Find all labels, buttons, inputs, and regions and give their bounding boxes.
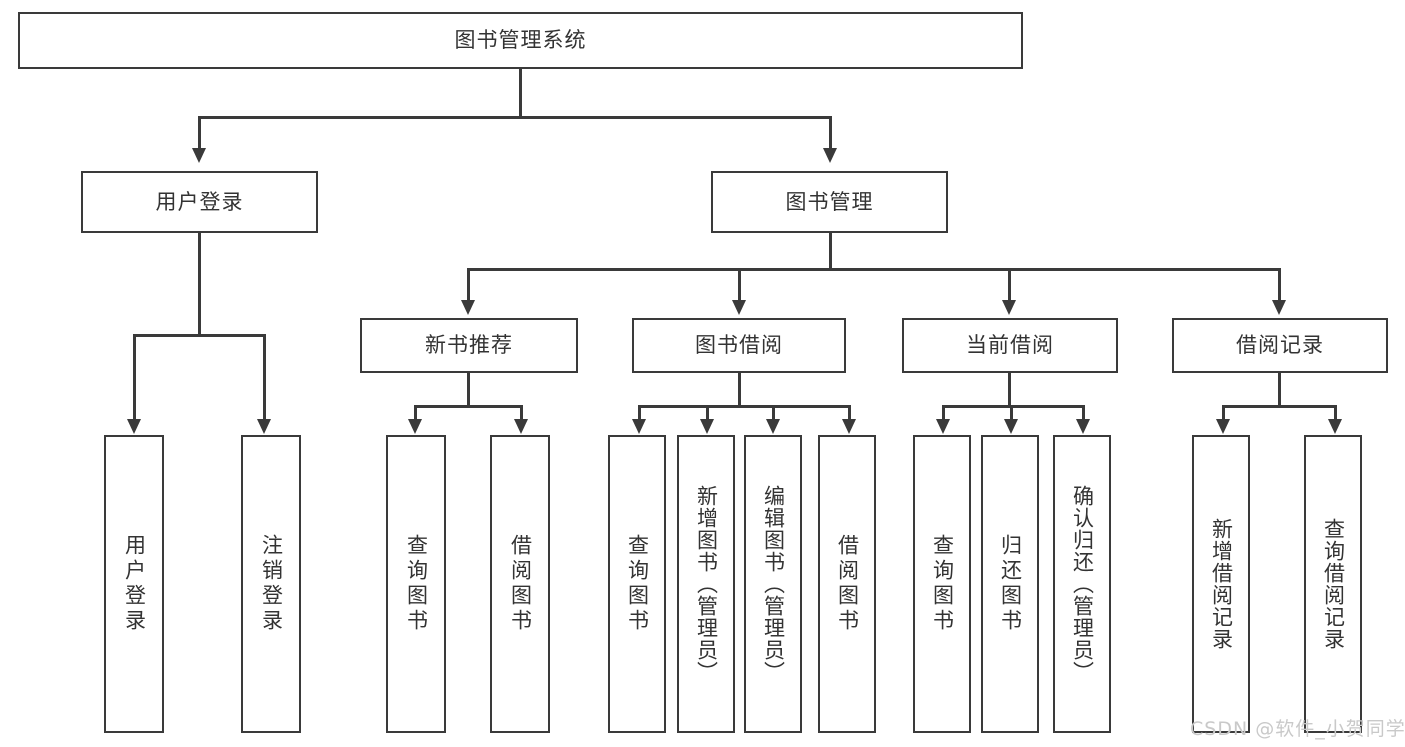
node-label: 查询图书 <box>625 534 650 634</box>
arrow-to-login <box>127 419 141 434</box>
leaf-return-book[interactable]: 归还图书 <box>981 435 1039 733</box>
node-label: 查询图书 <box>404 534 429 634</box>
connector-root-drop-left <box>198 116 201 148</box>
node-label: 新增图书（管理员） <box>694 485 719 683</box>
node-user-login[interactable]: 用户登录 <box>81 171 318 233</box>
connector-br-stem <box>1278 373 1281 407</box>
node-label: 用户登录 <box>155 189 244 214</box>
arrow-bb-4 <box>842 419 856 434</box>
leaf-borrow-book-recommend[interactable]: 借阅图书 <box>490 435 550 733</box>
node-label: 编辑图书（管理员） <box>761 485 786 683</box>
connector-cb-drop-2 <box>1010 405 1013 419</box>
node-label: 图书借阅 <box>695 333 783 358</box>
node-label: 借阅记录 <box>1236 333 1324 358</box>
connector-user-login-stem <box>198 233 201 336</box>
arrow-to-book-borrow <box>732 300 746 315</box>
connector-bb-drop-3 <box>772 405 775 419</box>
leaf-logout[interactable]: 注销登录 <box>241 435 301 733</box>
node-label: 新书推荐 <box>425 333 513 358</box>
arrow-to-logout <box>257 419 271 434</box>
node-current-borrow[interactable]: 当前借阅 <box>902 318 1118 373</box>
node-book-management[interactable]: 图书管理 <box>711 171 948 233</box>
connector-nbr-bus <box>414 405 522 408</box>
connector-root-stem <box>519 69 522 118</box>
node-label: 借阅图书 <box>835 534 860 634</box>
connector-nbr-drop-1 <box>414 405 417 419</box>
csdn-watermark: CSDN @软件_小贺同学 <box>1190 718 1405 740</box>
connector-book-management-stem <box>829 233 832 270</box>
node-root-book-management-system[interactable]: 图书管理系统 <box>18 12 1023 69</box>
arrow-nbr-1 <box>408 419 422 434</box>
connector-br-drop-1 <box>1222 405 1225 419</box>
node-label: 图书管理系统 <box>454 28 587 53</box>
leaf-query-book-current[interactable]: 查询图书 <box>913 435 971 733</box>
connector-cb-bus <box>942 405 1084 408</box>
connector-root-drop-right <box>829 116 832 148</box>
arrow-bb-2 <box>700 419 714 434</box>
connector-bb-bus <box>638 405 850 408</box>
node-label: 查询图书 <box>930 534 955 634</box>
node-borrow-record[interactable]: 借阅记录 <box>1172 318 1388 373</box>
connector-cb-stem <box>1008 373 1011 407</box>
connector-bb-stem <box>738 373 741 407</box>
arrow-br-1 <box>1216 419 1230 434</box>
arrow-to-user-login <box>192 148 206 163</box>
connector-bm-drop-4 <box>1278 268 1281 300</box>
arrow-cb-3 <box>1076 419 1090 434</box>
node-label: 归还图书 <box>998 534 1023 634</box>
connector-br-bus <box>1222 405 1336 408</box>
node-label: 确认归还（管理员） <box>1070 485 1095 683</box>
connector-bm-drop-3 <box>1008 268 1011 300</box>
connector-user-login-drop-1 <box>133 334 136 419</box>
connector-book-management-bus <box>467 268 1280 271</box>
connector-cb-drop-3 <box>1082 405 1085 419</box>
connector-nbr-stem <box>467 373 470 407</box>
leaf-borrow-book[interactable]: 借阅图书 <box>818 435 876 733</box>
node-label: 新增借阅记录 <box>1209 518 1234 650</box>
connector-bm-drop-2 <box>738 268 741 300</box>
arrow-br-2 <box>1328 419 1342 434</box>
arrow-to-new-book-recommend <box>461 300 475 315</box>
arrow-cb-1 <box>936 419 950 434</box>
leaf-user-login[interactable]: 用户登录 <box>104 435 164 733</box>
connector-bm-drop-1 <box>467 268 470 300</box>
connector-root-bus <box>198 116 831 119</box>
connector-user-login-bus <box>133 334 265 337</box>
node-book-borrow[interactable]: 图书借阅 <box>632 318 846 373</box>
arrow-cb-2 <box>1004 419 1018 434</box>
connector-user-login-drop-2 <box>263 334 266 419</box>
connector-cb-drop-1 <box>942 405 945 419</box>
arrow-bb-1 <box>632 419 646 434</box>
arrow-to-current-borrow <box>1002 300 1016 315</box>
arrow-to-borrow-record <box>1272 300 1286 315</box>
connector-bb-drop-4 <box>848 405 851 419</box>
connector-nbr-drop-2 <box>520 405 523 419</box>
arrow-nbr-2 <box>514 419 528 434</box>
node-label: 图书管理 <box>785 189 874 214</box>
leaf-query-book-recommend[interactable]: 查询图书 <box>386 435 446 733</box>
leaf-add-borrow-record[interactable]: 新增借阅记录 <box>1192 435 1250 733</box>
arrow-to-book-management <box>823 148 837 163</box>
node-label: 注销登录 <box>259 534 284 634</box>
leaf-query-borrow-record[interactable]: 查询借阅记录 <box>1304 435 1362 733</box>
node-label: 当前借阅 <box>966 333 1054 358</box>
leaf-edit-book-admin[interactable]: 编辑图书（管理员） <box>744 435 802 733</box>
leaf-confirm-return-admin[interactable]: 确认归还（管理员） <box>1053 435 1111 733</box>
node-label: 查询借阅记录 <box>1321 518 1346 650</box>
connector-br-drop-2 <box>1334 405 1337 419</box>
leaf-add-book-admin[interactable]: 新增图书（管理员） <box>677 435 735 733</box>
connector-bb-drop-2 <box>706 405 709 419</box>
arrow-bb-3 <box>766 419 780 434</box>
leaf-query-book-borrow[interactable]: 查询图书 <box>608 435 666 733</box>
node-label: 用户登录 <box>122 534 147 634</box>
node-label: 借阅图书 <box>508 534 533 634</box>
node-new-book-recommend[interactable]: 新书推荐 <box>360 318 578 373</box>
connector-bb-drop-1 <box>638 405 641 419</box>
